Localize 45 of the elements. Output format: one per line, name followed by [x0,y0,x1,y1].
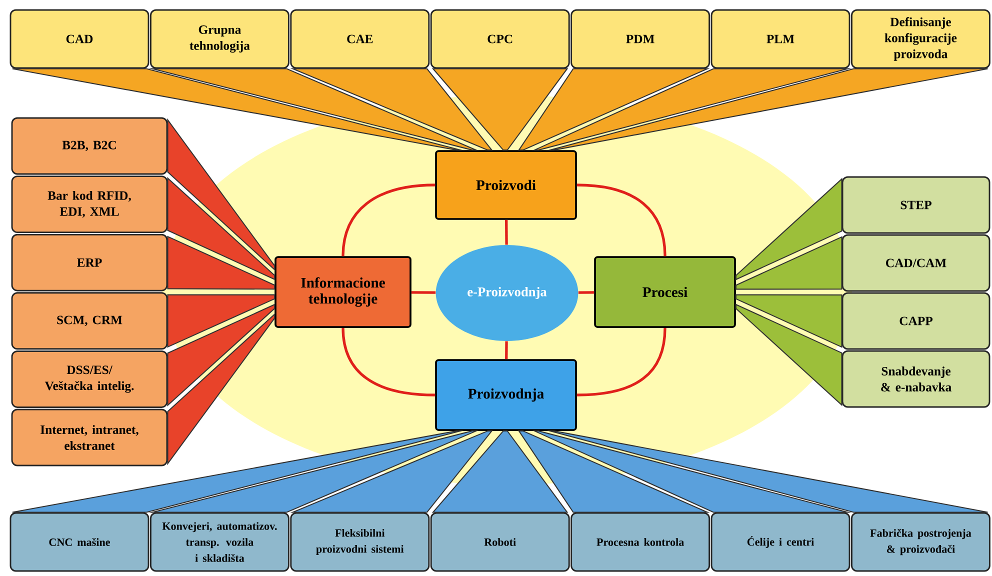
item-box: PLM [710,9,850,69]
connector-line [505,220,508,245]
connector-arc [576,184,666,256]
item-box: ERP [11,234,168,292]
connector-wedge [735,236,842,290]
item-box: SCM, CRM [11,292,168,350]
item-box: Procesna kontrola [570,512,710,572]
connector-line [578,291,594,294]
connector-wedge [735,304,842,406]
item-box: CAD/CAM [842,234,990,292]
connector-wedge [735,294,842,348]
item-box: CAE [290,9,430,69]
item-box: Grupna tehnologija [150,9,290,69]
item-box: PDM [570,9,710,69]
connector-wedge [735,178,842,280]
item-box: Definisanje konfiguracije proizvoda [850,9,990,69]
connector-wedge [432,430,568,513]
item-box: CPC [430,9,570,69]
item-box: Fabrička postrojenja & proizvođači [850,512,990,572]
connector-line [411,291,436,294]
connector-wedge [432,68,568,151]
connector-arc [342,184,436,256]
connector-line [505,341,508,360]
connector-arc [576,328,666,396]
item-box: Bar kod RFID, EDI, XML [11,176,168,234]
item-box: Roboti [430,512,570,572]
category-box: Procesi [594,256,736,328]
item-box: CAD [10,9,150,69]
category-box: Informacione tehnologije [274,256,412,328]
item-box: Ćelije i centri [710,512,850,572]
category-box: Proizvodnja [435,359,577,431]
item-box: Internet, intranet, ekstranet [11,408,168,466]
connector-wedge [167,294,276,348]
connector-arc [342,328,436,396]
item-box: B2B, B2C [11,117,168,175]
item-box: Konvejeri, automatizov. transp. vozila i skladišta [150,512,290,572]
category-box: Proizvodi [435,150,577,220]
item-box: CNC mašine [10,512,150,572]
connector-wedge [167,236,276,290]
connector-wedge [167,304,276,406]
item-box: Fleksibilni proizvodni sistemi [290,512,430,572]
item-box: Snabdevanje & e-nabavka [842,350,990,408]
item-box: DSS/ES/ Veštačka intelig. [11,350,168,408]
item-box: CAPP [842,292,990,350]
item-box: STEP [842,176,990,234]
